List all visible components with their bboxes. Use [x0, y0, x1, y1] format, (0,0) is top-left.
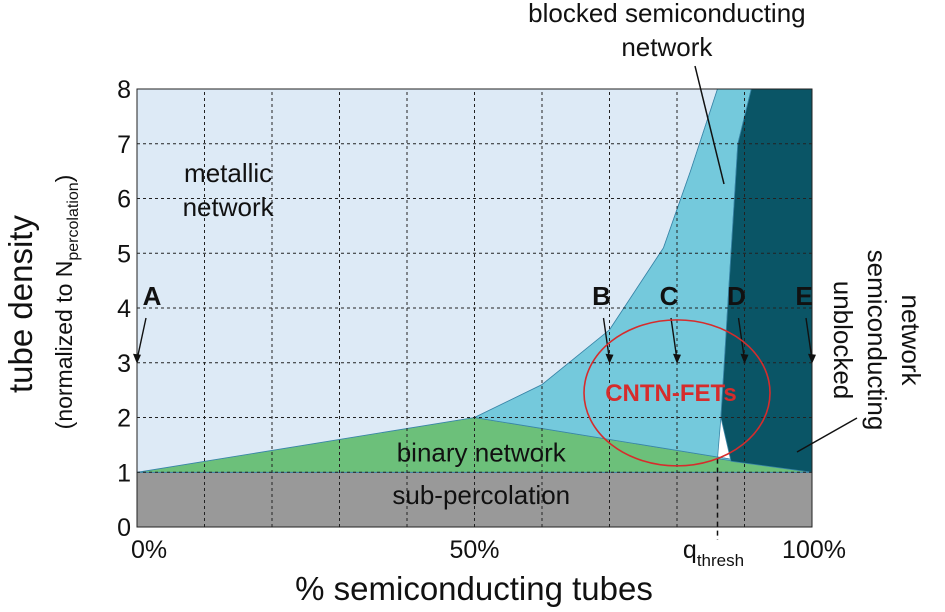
- point-arrowhead: [740, 353, 749, 364]
- ticks: 0 1 2 3 4 5 6 7 8 0% 50% 100%: [117, 76, 846, 564]
- y-tick-label: 1: [117, 459, 131, 487]
- y-tick-label: 3: [117, 350, 131, 378]
- point-arrow: [737, 317, 746, 360]
- point-label-e: E: [795, 281, 812, 311]
- point-arrow: [602, 317, 611, 360]
- point-arrowhead: [808, 353, 816, 364]
- x-tick-label: 50%: [449, 536, 499, 564]
- pointer-unblocked: [796, 417, 858, 453]
- y-tick-label: 6: [117, 186, 131, 214]
- y-tick-label: 5: [117, 240, 131, 268]
- x-axis-title: % semiconducting tubes: [295, 570, 653, 607]
- point-arrow: [670, 317, 678, 360]
- cntn-fets-label: CNTN-FETs: [605, 380, 737, 407]
- point-label-a: A: [143, 281, 162, 311]
- region-label: blocked semiconducting network: [528, 0, 806, 62]
- grid: [136, 88, 813, 528]
- pointer-blocked: [694, 65, 725, 185]
- region-label-line: blocked semiconducting: [528, 0, 806, 28]
- point-arrowhead: [673, 353, 681, 364]
- point-arrow: [805, 317, 813, 360]
- region-label-line: binary network: [397, 437, 567, 467]
- q-thresh-label: qthresh: [683, 536, 744, 570]
- y-tick-label: 4: [117, 295, 131, 323]
- y-axis-title: tube density: [2, 215, 39, 393]
- annotations: metallic network binary network sub-percola…: [133, 0, 926, 570]
- x-tick-label: 0%: [131, 536, 167, 564]
- region-label-line: unblocked: [828, 281, 858, 400]
- point-label-d: D: [727, 281, 746, 311]
- y-tick-label: 8: [117, 76, 131, 104]
- point-label-b: B: [592, 281, 611, 311]
- region-label-line: semiconducting: [862, 250, 892, 431]
- region-label-line: network: [183, 192, 275, 222]
- point-arrow: [136, 317, 147, 360]
- region-label-line: metallic: [184, 158, 272, 188]
- x-tick-label: 100%: [782, 536, 846, 564]
- y-tick-label: 0: [117, 514, 131, 542]
- point-label-c: C: [660, 281, 679, 311]
- region-label-line: network: [621, 32, 713, 62]
- region-label: binary network: [397, 437, 567, 467]
- point-arrowhead: [605, 353, 614, 364]
- region-label: metallic network: [183, 158, 275, 222]
- y-axis-subtitle: (normalized to Npercolation): [51, 175, 82, 430]
- cntn-fets-ellipse: [583, 319, 771, 467]
- region-label: sub-percolation: [392, 480, 570, 510]
- region-label-line: sub-percolation: [392, 480, 570, 510]
- point-arrowhead: [133, 353, 141, 364]
- plot-frame: [136, 88, 813, 528]
- y-tick-label: 7: [117, 131, 131, 159]
- region-label-line: network: [896, 294, 926, 386]
- y-tick-label: 2: [117, 405, 131, 433]
- regions: [136, 88, 813, 528]
